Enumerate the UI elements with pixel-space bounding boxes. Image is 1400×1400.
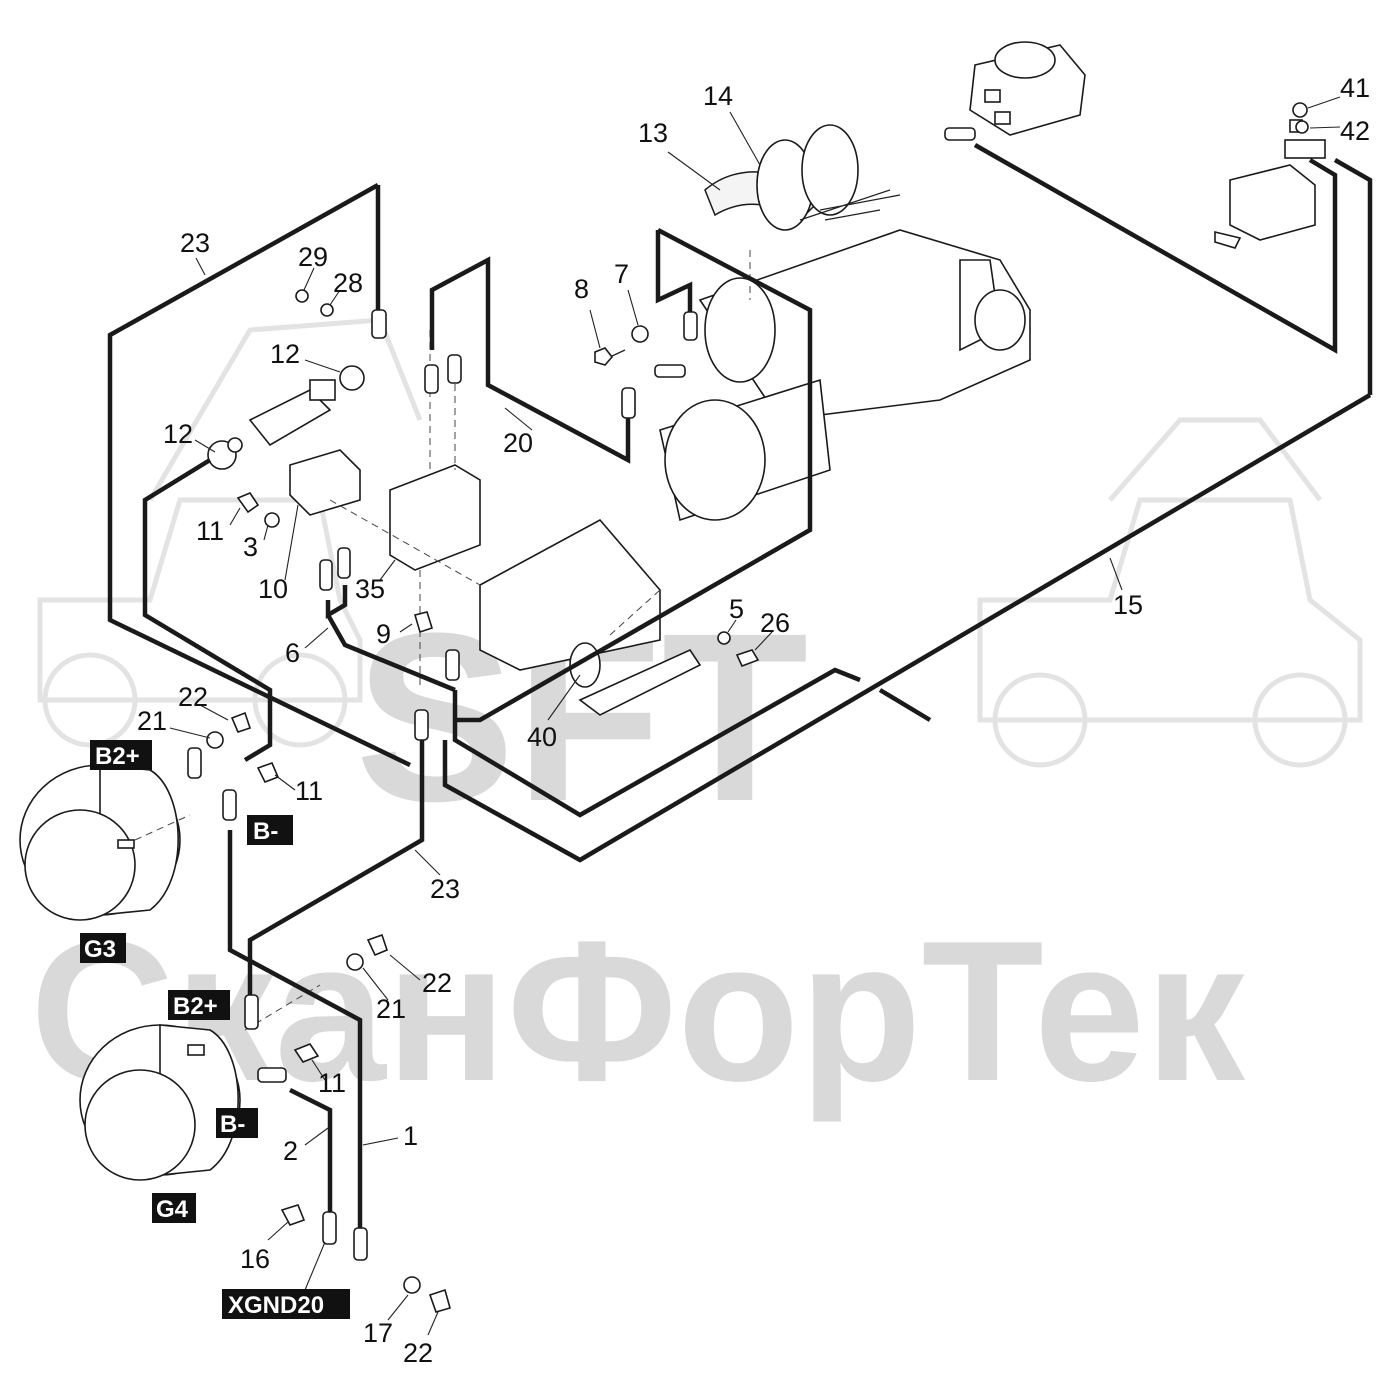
watermark-machine-right <box>977 417 1363 768</box>
callout-16: 16 <box>240 1244 270 1274</box>
component-fuse-holder <box>207 365 365 470</box>
callout-15: 15 <box>1113 590 1143 620</box>
callouts: 41 42 14 13 23 29 28 8 7 12 12 20 11 3 1… <box>137 73 1370 1368</box>
component-relay-right <box>1214 119 1326 249</box>
callout-23-mid: 23 <box>430 874 460 904</box>
component-bracket <box>479 518 702 716</box>
callout-29: 29 <box>298 242 328 272</box>
component-relay-top-right <box>969 41 1086 136</box>
callout-6: 6 <box>285 638 300 668</box>
component-starter-motor <box>659 229 1031 522</box>
callout-22-c: 22 <box>403 1338 433 1368</box>
callout-11-a: 11 <box>196 516 224 546</box>
callout-40: 40 <box>527 722 557 752</box>
callout-17: 17 <box>363 1318 393 1348</box>
cable-b2-link <box>247 740 425 1000</box>
callout-28: 28 <box>333 268 363 298</box>
cable-dash-segment <box>878 688 932 722</box>
callout-11-c: 11 <box>318 1068 346 1098</box>
tag-bminus-bottom: B- <box>220 1111 245 1138</box>
callout-12-a: 12 <box>270 339 300 369</box>
callout-8: 8 <box>574 274 589 304</box>
callout-41: 41 <box>1340 73 1370 103</box>
tag-g3: G3 <box>84 936 116 963</box>
callout-12-b: 12 <box>163 419 193 449</box>
callout-26: 26 <box>760 608 790 638</box>
component-hose-clamps <box>704 124 901 231</box>
component-generator-g4 <box>79 1024 241 1181</box>
callout-20: 20 <box>503 428 533 458</box>
callout-35: 35 <box>355 574 385 604</box>
callout-11-b: 11 <box>295 776 323 806</box>
callout-22-b: 22 <box>422 968 452 998</box>
callout-21-b: 21 <box>376 994 406 1024</box>
tag-b2plus-bottom: B2+ <box>173 993 218 1020</box>
cable-23-upper <box>107 183 411 768</box>
component-relay-small <box>289 449 361 516</box>
cable-segment-a <box>452 667 861 818</box>
cable-12-loop <box>142 458 273 762</box>
component-generator-g3 <box>19 764 181 921</box>
callout-2: 2 <box>283 1136 298 1166</box>
cable-23-right <box>455 228 813 723</box>
callout-22-a: 22 <box>178 682 208 712</box>
cable-15 <box>442 143 1372 863</box>
callout-21-a: 21 <box>137 706 167 736</box>
callout-5: 5 <box>729 594 744 624</box>
cables <box>107 143 1373 1230</box>
callout-3: 3 <box>243 532 258 562</box>
callout-9: 9 <box>376 619 391 649</box>
component-module <box>389 464 481 571</box>
tag-bminus-top: B- <box>253 818 278 845</box>
cable-15-hook <box>1333 158 1373 395</box>
cable-20 <box>429 256 631 464</box>
cable-6 <box>325 585 456 693</box>
callout-42: 42 <box>1340 116 1370 146</box>
tag-xgnd20: XGND20 <box>228 1292 324 1319</box>
callout-7: 7 <box>614 259 629 289</box>
callout-1: 1 <box>403 1121 418 1151</box>
tags: B2+ B- G3 B2+ B- G4 XGND20 <box>80 740 350 1319</box>
leader-lines <box>169 96 1341 1336</box>
callout-13: 13 <box>638 118 668 148</box>
tag-g4: G4 <box>156 1196 189 1223</box>
cable-1 <box>227 830 363 1230</box>
tag-b2plus-top: B2+ <box>95 743 140 770</box>
terminals <box>187 102 1309 1313</box>
callout-14: 14 <box>703 81 733 111</box>
callout-23-top: 23 <box>180 228 210 258</box>
cable-2 <box>288 1087 333 1220</box>
cable-23-loop <box>655 230 693 315</box>
callout-10: 10 <box>258 574 288 604</box>
